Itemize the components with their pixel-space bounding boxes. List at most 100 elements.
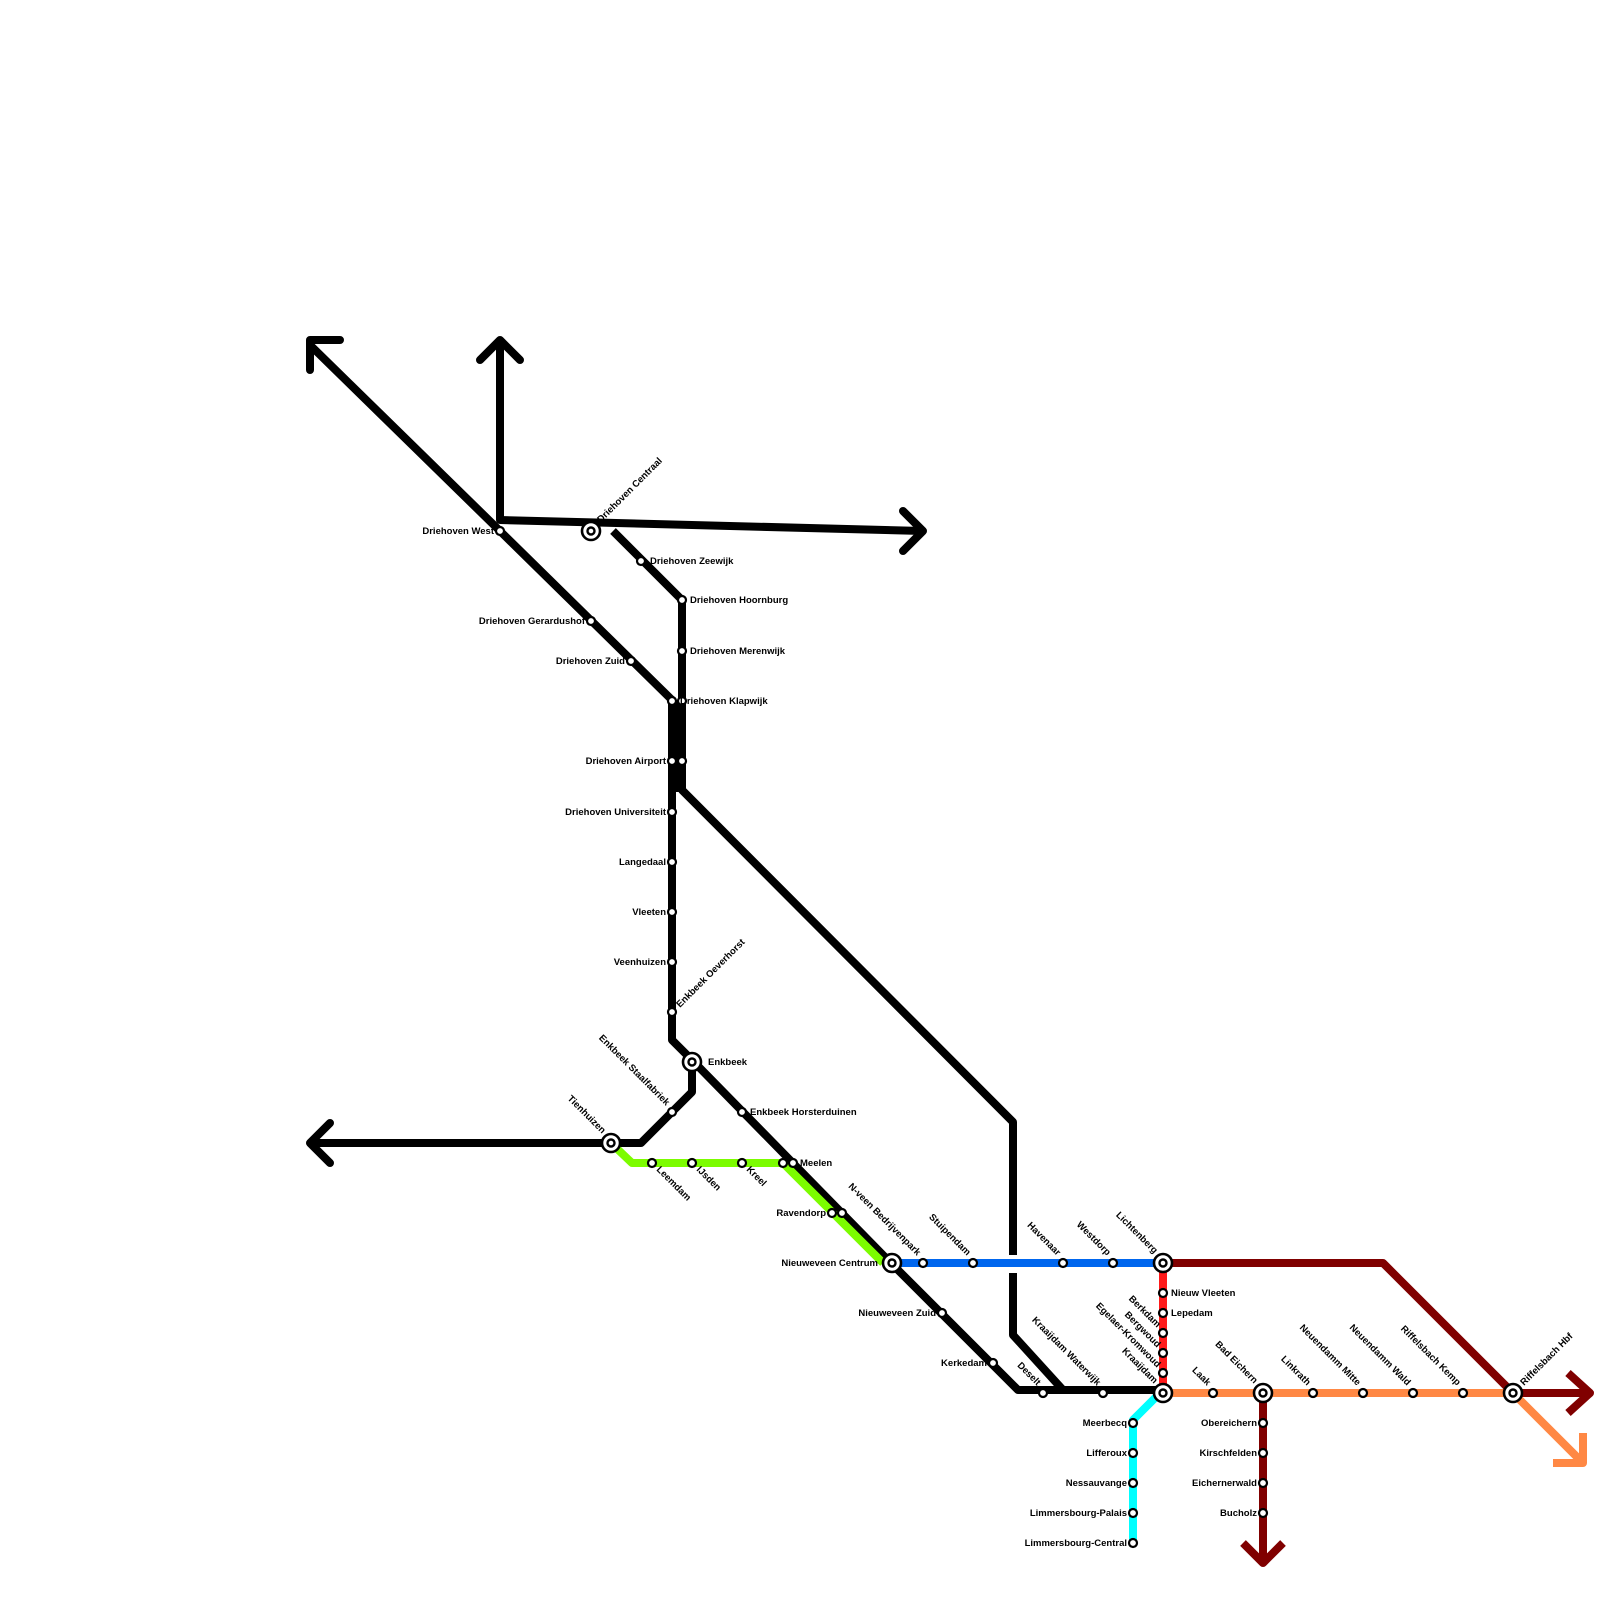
station-marker[interactable] xyxy=(1107,1257,1119,1269)
station-marker[interactable] xyxy=(494,525,506,537)
station-label: Nieuweveen Zuid xyxy=(858,1308,936,1319)
interchange-marker[interactable] xyxy=(1252,1382,1274,1404)
interchanges xyxy=(580,520,1524,1404)
black-line-north-branch xyxy=(496,345,924,535)
station-label: Veenhuizen xyxy=(614,957,666,968)
station-marker[interactable] xyxy=(736,1157,748,1169)
station-marker[interactable] xyxy=(666,1106,678,1118)
station-marker[interactable] xyxy=(1257,1417,1269,1429)
station-label: Driehoven Zeewijk xyxy=(650,556,734,567)
station-marker[interactable] xyxy=(1157,1327,1169,1339)
station-label: Ravendorp xyxy=(776,1208,826,1219)
station-marker[interactable] xyxy=(666,1006,678,1018)
station-marker[interactable] xyxy=(1057,1257,1069,1269)
station-label: Laak xyxy=(1190,1365,1214,1389)
station-marker[interactable] xyxy=(635,555,647,567)
station-marker[interactable] xyxy=(967,1257,979,1269)
station-label: Driehoven Hoornburg xyxy=(690,595,788,606)
arrow-west xyxy=(306,1119,334,1167)
station-label: Lepedam xyxy=(1171,1308,1213,1319)
station-marker[interactable] xyxy=(1457,1387,1469,1399)
station-marker[interactable] xyxy=(666,956,678,968)
station-label: Havenaar xyxy=(1025,1220,1063,1258)
station-label: Nieuweveen Centrum xyxy=(781,1258,878,1269)
black-line-west-branch xyxy=(310,1060,696,1147)
black-line-northwest-branch xyxy=(307,342,1160,1394)
station-marker[interactable] xyxy=(686,1157,698,1169)
station-label: Riffelsbach Hbf xyxy=(1518,1330,1576,1388)
arrow-north xyxy=(476,336,524,364)
station-marker[interactable] xyxy=(676,594,688,606)
station-marker[interactable] xyxy=(1127,1537,1139,1549)
station-marker[interactable] xyxy=(666,755,678,767)
station-label: Nieuw Vleeten xyxy=(1171,1288,1236,1299)
terminus-arrows xyxy=(306,336,927,1167)
station-label: Driehoven West xyxy=(422,526,494,537)
station-label: Lichtenberg xyxy=(1113,1210,1159,1256)
station-marker[interactable] xyxy=(666,856,678,868)
station-marker[interactable] xyxy=(987,1357,999,1369)
station-label: Enkbeek Staalfabriek xyxy=(596,1033,672,1109)
station-marker[interactable] xyxy=(676,695,688,707)
station-marker[interactable] xyxy=(1127,1417,1139,1429)
orange-line-arrow xyxy=(1553,1433,1587,1467)
station-marker[interactable] xyxy=(1127,1507,1139,1519)
station-label: Nessauvange xyxy=(1066,1478,1127,1489)
station-marker[interactable] xyxy=(676,645,688,657)
station-label: Bad Eichern xyxy=(1213,1339,1260,1386)
station-marker[interactable] xyxy=(1157,1347,1169,1359)
interchange-marker[interactable] xyxy=(600,1132,622,1154)
interchange-marker[interactable] xyxy=(881,1252,903,1274)
interchange-marker[interactable] xyxy=(580,520,602,542)
station-marker[interactable] xyxy=(917,1257,929,1269)
station-label: IJsden xyxy=(694,1164,723,1193)
arrow-east xyxy=(899,507,927,555)
station-marker[interactable] xyxy=(787,1157,799,1169)
station-marker[interactable] xyxy=(1257,1507,1269,1519)
station-marker[interactable] xyxy=(1127,1447,1139,1459)
station-marker[interactable] xyxy=(585,615,597,627)
black-lines xyxy=(307,342,1160,1394)
station-marker[interactable] xyxy=(666,806,678,818)
station-marker[interactable] xyxy=(1157,1287,1169,1299)
station-label: Enkbeek xyxy=(708,1057,748,1068)
station-marker[interactable] xyxy=(1357,1387,1369,1399)
station-label: Bucholz xyxy=(1220,1508,1257,1519)
interchange-marker[interactable] xyxy=(1152,1252,1174,1274)
interchange-marker[interactable] xyxy=(1502,1382,1524,1404)
station-label: Eichernerwald xyxy=(1192,1478,1257,1489)
station-label: Vleeten xyxy=(632,907,666,918)
station-marker[interactable] xyxy=(936,1307,948,1319)
station-marker[interactable] xyxy=(1207,1387,1219,1399)
station-label: Westdorp xyxy=(1074,1219,1113,1258)
station-label: Driehoven Universiteit xyxy=(565,807,667,818)
station-marker[interactable] xyxy=(1097,1387,1109,1399)
station-marker[interactable] xyxy=(1157,1367,1169,1379)
station-marker[interactable] xyxy=(1257,1447,1269,1459)
station-marker[interactable] xyxy=(625,655,637,667)
station-label: Driehoven Airport xyxy=(586,756,667,767)
station-label: Driehoven Zuid xyxy=(556,656,625,667)
station-marker[interactable] xyxy=(1307,1387,1319,1399)
interchange-marker[interactable] xyxy=(1152,1382,1174,1404)
station-label: Driehoven Gerardushof xyxy=(479,616,586,627)
station-marker[interactable] xyxy=(836,1207,848,1219)
station-marker[interactable] xyxy=(777,1157,789,1169)
station-label: Linkrath xyxy=(1278,1354,1312,1388)
station-marker[interactable] xyxy=(1407,1387,1419,1399)
station-marker[interactable] xyxy=(666,906,678,918)
station-marker[interactable] xyxy=(646,1157,658,1169)
station-marker[interactable] xyxy=(1157,1307,1169,1319)
cyan-line xyxy=(1129,1390,1163,1543)
station-label: Stuipendam xyxy=(926,1212,972,1258)
station-marker[interactable] xyxy=(676,755,688,767)
station-marker[interactable] xyxy=(736,1106,748,1118)
station-marker[interactable] xyxy=(666,695,678,707)
station-label: Langedaal xyxy=(619,857,666,868)
interchange-marker[interactable] xyxy=(681,1051,703,1073)
station-marker[interactable] xyxy=(1257,1477,1269,1489)
station-marker[interactable] xyxy=(1127,1477,1139,1489)
station-marker[interactable] xyxy=(826,1207,838,1219)
station-marker[interactable] xyxy=(1037,1387,1049,1399)
station-label: Meerbecq xyxy=(1083,1418,1128,1429)
